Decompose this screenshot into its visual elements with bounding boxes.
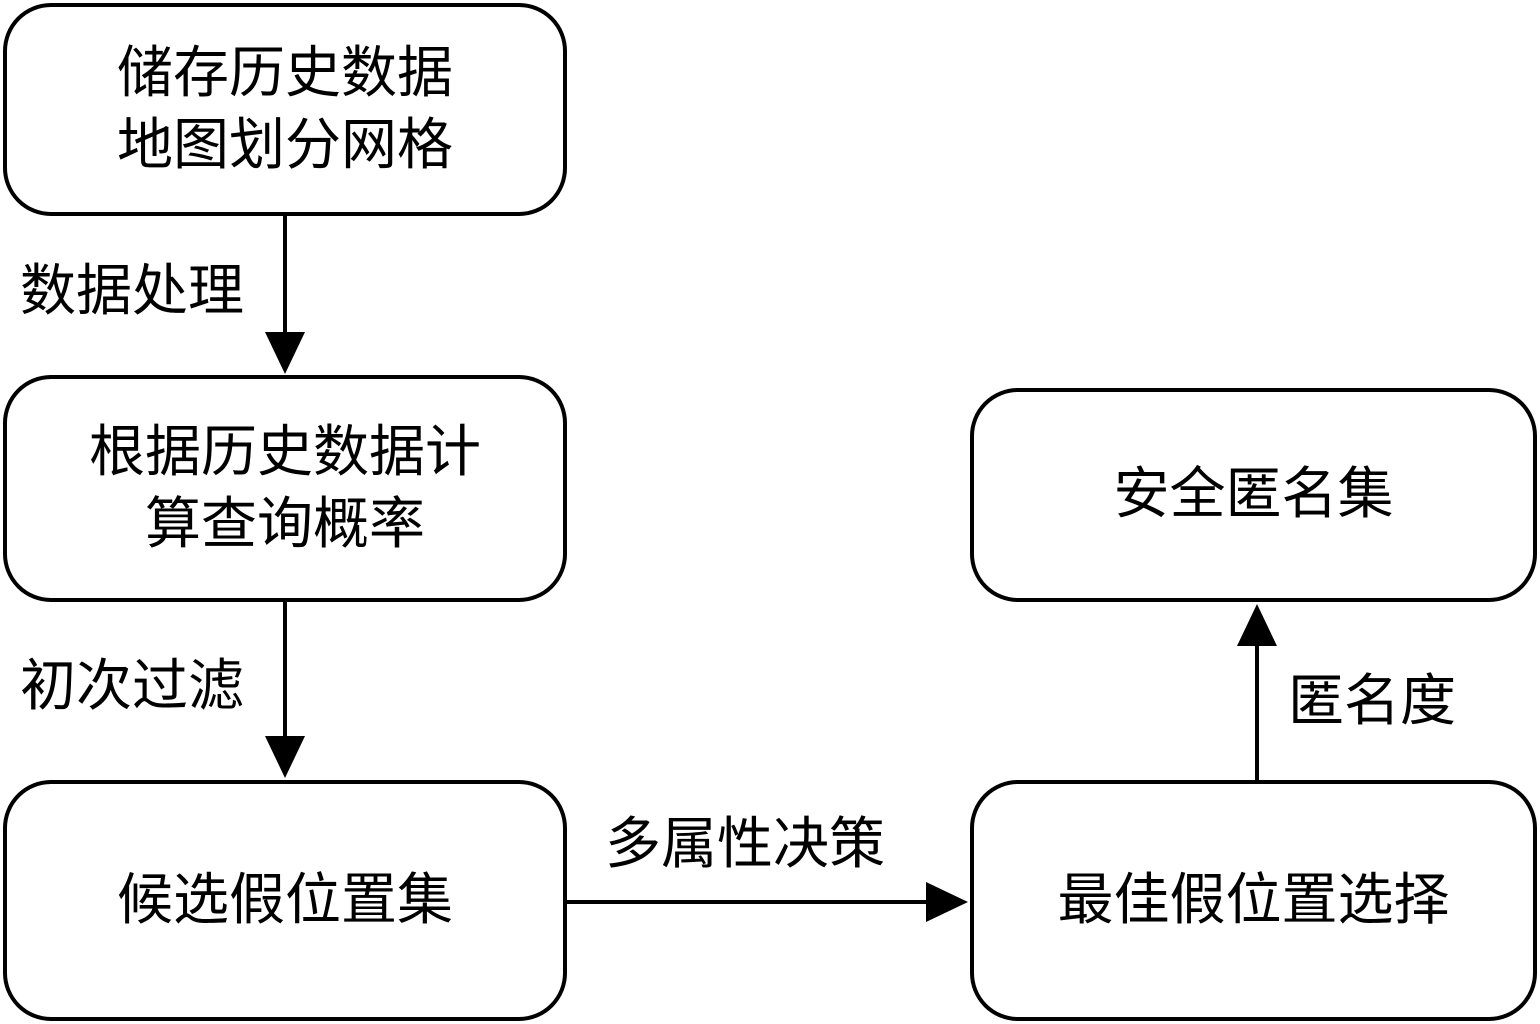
- node-candidates-line1: 候选假位置集: [117, 867, 453, 933]
- node-best-line1: 最佳假位置选择: [1057, 867, 1450, 933]
- node-safe-anonymous-set: 安全匿名集: [970, 388, 1537, 602]
- node-candidate-set: 候选假位置集: [3, 780, 567, 1021]
- node-best-selection: 最佳假位置选择: [970, 780, 1537, 1021]
- arrow-best-to-safe: [1237, 604, 1277, 780]
- arrow-storage-to-query: [265, 216, 305, 374]
- node-storage-line2: 地图划分网格: [117, 112, 453, 178]
- node-query-line2: 算查询概率: [145, 491, 425, 557]
- node-storage-grid: 储存历史数据 地图划分网格: [3, 3, 567, 216]
- edge-label-initial-filter: 初次过滤: [20, 654, 244, 719]
- edge-label-data-processing: 数据处理: [20, 259, 244, 324]
- edge-label-anonymity: 匿名度: [1288, 669, 1456, 734]
- node-safe-line1: 安全匿名集: [1113, 462, 1394, 527]
- node-query-probability: 根据历史数据计 算查询概率: [3, 375, 567, 602]
- node-query-line1: 根据历史数据计: [89, 419, 481, 485]
- node-storage-line1: 储存历史数据: [117, 40, 453, 106]
- edge-label-multi-attribute: 多属性决策: [605, 812, 885, 877]
- arrow-query-to-candidates: [265, 602, 305, 778]
- arrow-candidates-to-best: [567, 882, 968, 922]
